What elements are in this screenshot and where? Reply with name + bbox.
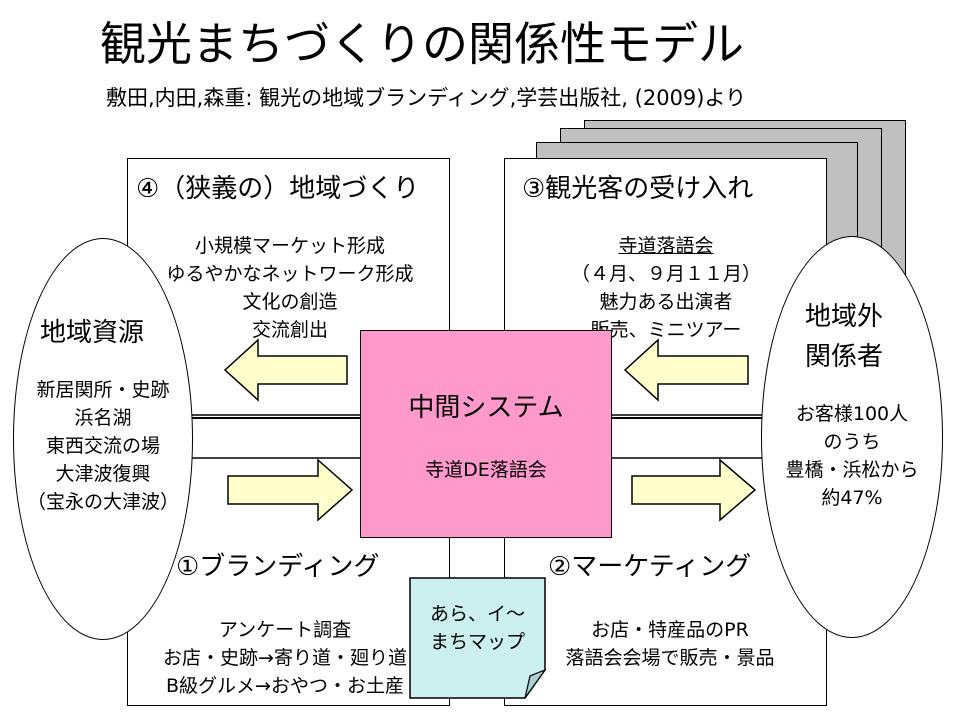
middle-system-sub: 寺道DE落語会 xyxy=(425,459,547,481)
list-item: 豊橋・浜松から xyxy=(785,459,919,481)
regional-development-list: 小規模マーケット形成 ゆるやかなネットワーク形成 文化の創造 交流創出 xyxy=(140,232,440,344)
list-item: 落語会会場で販売・景品 xyxy=(565,647,775,669)
branding-list: アンケート調査 お店・史跡→寄り道・廻り道 B級グルメ→おやつ・お土産 xyxy=(130,616,440,700)
visitor-acceptance-list: 寺道落語会 （４月、９月１１月） 魅力ある出演者 販売、ミニツアー xyxy=(516,232,816,344)
arrow-left-regional xyxy=(223,338,348,402)
list-item: 浜名湖 xyxy=(74,407,132,429)
list-item: お店・史跡→寄り道・廻り道 xyxy=(163,647,407,669)
list-item: 交流創出 xyxy=(251,319,328,341)
middle-system-box: 中間システム 寺道DE落語会 xyxy=(360,330,612,538)
list-item: 販売、ミニツアー xyxy=(590,319,742,341)
list-item: （宝永の大津波） xyxy=(26,491,179,513)
regional-development-heading: ④（狭義の）地域づくり xyxy=(136,174,420,204)
local-resources-heading: 地域資源 xyxy=(40,318,145,348)
outside-parties-heading-2: 関係者 xyxy=(805,342,884,372)
list-item: 東西交流の場 xyxy=(45,435,160,457)
marketing-list: お店・特産品のPR 落語会会場で販売・景品 xyxy=(520,616,820,672)
list-item: お店・特産品のPR xyxy=(591,619,749,641)
local-resources-ellipse xyxy=(13,238,193,640)
outside-parties-ellipse xyxy=(761,236,943,638)
list-item: アンケート調査 xyxy=(218,619,352,641)
arrow-left-visitor xyxy=(623,338,749,402)
list-item: 大津波復興 xyxy=(55,463,151,485)
map-note: あら、イ～ まちマップ xyxy=(410,600,545,656)
arrow-right-branding xyxy=(227,458,354,522)
outside-parties-list: お客様100人 のうち 豊橋・浜松から 約47% xyxy=(761,400,943,512)
page-subtitle: 敷田,内田,森重: 観光の地域ブランディング,学芸出版社, (2009)より xyxy=(106,86,747,110)
list-item: 小規模マーケット形成 xyxy=(194,235,385,257)
map-note-line2: まちマップ xyxy=(429,631,525,653)
list-item: B級グルメ→おやつ・お土産 xyxy=(166,675,404,697)
list-item: 魅力ある出演者 xyxy=(599,291,733,313)
list-item: お客様100人 xyxy=(795,403,909,425)
arrow-right-marketing xyxy=(631,458,757,522)
visitor-acceptance-heading: ③観光客の受け入れ xyxy=(522,174,754,204)
list-item: 新居関所・史跡 xyxy=(36,379,170,401)
marketing-heading: ②マーケティング xyxy=(548,552,752,582)
list-item: （４月、９月１１月） xyxy=(570,263,761,285)
list-item: 約47% xyxy=(821,487,883,509)
list-item: ゆるやかなネットワーク形成 xyxy=(166,263,414,285)
middle-system-heading: 中間システム xyxy=(408,393,564,423)
local-resources-list: 新居関所・史跡 浜名湖 東西交流の場 大津波復興 （宝永の大津波） xyxy=(13,376,193,516)
map-note-line1: あら、イ～ xyxy=(429,603,525,625)
list-item: 寺道落語会 xyxy=(618,235,714,257)
branding-heading: ①ブランディング xyxy=(176,552,380,582)
list-item: のうち xyxy=(823,431,881,453)
page-title: 観光まちづくりの関係性モデル xyxy=(100,17,744,71)
outside-parties-heading-1: 地域外 xyxy=(805,302,884,332)
list-item: 文化の創造 xyxy=(242,291,338,313)
